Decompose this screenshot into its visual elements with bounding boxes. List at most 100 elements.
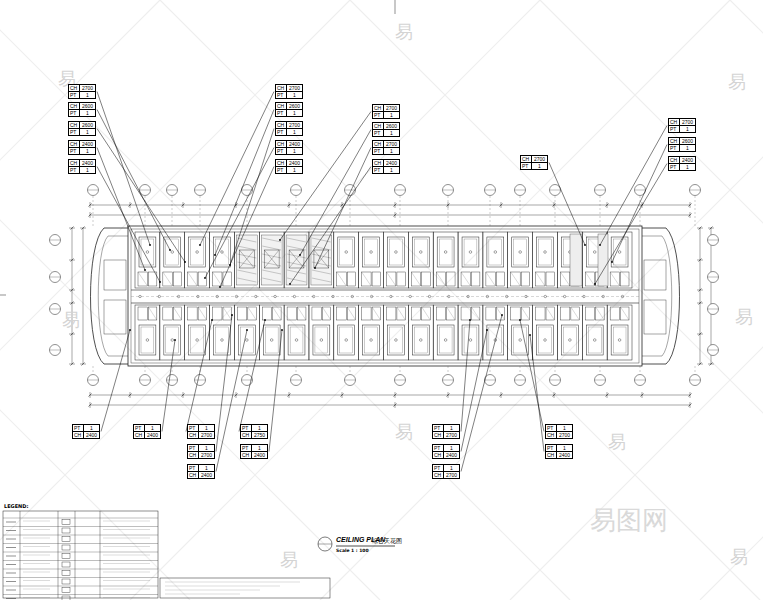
ceiling-height-tag: CH2400PT1 (68, 140, 96, 155)
tag-row: PT1 (433, 465, 459, 471)
plan-line (539, 239, 552, 265)
ceiling-height-tag: CH2700PT1 (372, 104, 400, 119)
light-fixture (177, 295, 179, 297)
plan-line (536, 307, 545, 320)
plan-line (62, 520, 70, 525)
plan-line (695, 366, 696, 374)
leader-line (97, 167, 160, 283)
leader-line (595, 164, 667, 285)
plan-line (697, 290, 703, 291)
leader-dot (519, 319, 521, 321)
plan-line (511, 307, 520, 320)
light-fixture (270, 339, 273, 342)
plan-line (182, 204, 185, 207)
leader-dot (594, 283, 596, 285)
plan-line (699, 289, 702, 292)
plan-line (312, 262, 331, 266)
tag-value: 2700 (384, 141, 399, 147)
plan-line (195, 190, 206, 191)
tag-row: CH2400 (276, 160, 302, 166)
plan-line (80, 228, 86, 229)
tag-code: PT (69, 129, 80, 135)
tag-value: 2400 (80, 160, 95, 166)
plan-line (90, 392, 91, 398)
tag-value: 1 (80, 167, 95, 173)
plan-line (447, 307, 455, 320)
plan-line (235, 394, 238, 397)
plan-line (289, 250, 304, 268)
tag-value: 1 (199, 425, 214, 431)
watermark-line (130, 0, 730, 600)
light-fixture (216, 295, 218, 297)
plan-line (433, 232, 458, 288)
plan-line (262, 238, 281, 242)
tag-row: PT1 (188, 445, 214, 451)
plan-line (103, 521, 150, 522)
plan-line (3, 526, 158, 527)
light-fixture (320, 339, 323, 342)
plan-line (167, 190, 178, 191)
leader-line (215, 110, 274, 256)
plan-line (521, 272, 529, 286)
light-fixture (197, 295, 199, 297)
plan-line (485, 380, 496, 381)
leader-line (97, 110, 170, 251)
plan-line (501, 392, 502, 398)
light-fixture (563, 295, 565, 297)
leader-line (205, 148, 274, 279)
plan-line (411, 307, 420, 320)
plan-line (521, 307, 529, 320)
plan-line (490, 366, 491, 374)
tag-value: 1 (680, 126, 695, 132)
plan-line (607, 202, 608, 208)
tag-value: 1 (287, 110, 302, 116)
tag-row: PT1 (669, 163, 695, 170)
plan-line (699, 259, 702, 262)
tag-value: 2400 (252, 452, 267, 458)
tag-row: PT1 (373, 166, 399, 173)
plan-line (131, 303, 639, 304)
tag-value: 1 (199, 445, 214, 451)
plan-line (71, 302, 74, 305)
light-fixture (255, 295, 257, 297)
light-fixture (146, 251, 149, 254)
plan-line (264, 250, 279, 268)
plan-line (462, 237, 479, 267)
leader-line (162, 340, 175, 432)
tag-code: PT (373, 167, 384, 173)
plan-line (500, 204, 503, 207)
ceiling-height-tag: CH2400PT1 (275, 140, 303, 155)
plan-line (69, 260, 75, 261)
plan-line (411, 272, 420, 286)
plan-line (586, 325, 603, 355)
tag-code: CH (433, 432, 444, 438)
grid-bubble (88, 185, 99, 196)
plan-line (447, 272, 455, 286)
plan-line (397, 307, 405, 320)
tag-value: 1 (384, 167, 399, 173)
tag-row: PT1 (276, 91, 302, 98)
plan-line (318, 544, 332, 545)
plan-line (340, 239, 353, 265)
plan-line (390, 327, 403, 353)
plan-line (414, 327, 427, 353)
tag-value: 2600 (384, 123, 399, 129)
light-fixture (469, 339, 472, 342)
light-fixture (146, 339, 149, 342)
tag-row: PT1 (69, 166, 95, 173)
plan-line (90, 402, 91, 408)
plan-line (458, 305, 483, 360)
tag-code: CH (241, 452, 252, 458)
light-fixture (428, 295, 430, 297)
watermark: 易 (728, 70, 746, 94)
plan-line (439, 327, 452, 353)
plan-line (486, 272, 495, 286)
plan-line (511, 272, 520, 286)
tag-row: CH2600 (69, 122, 95, 128)
leader-line (300, 130, 371, 256)
plan-line (621, 307, 629, 320)
tag-row: PT1 (669, 144, 695, 151)
plan-line (263, 325, 280, 355)
plan-line (93, 366, 94, 374)
plan-line (198, 272, 206, 286)
